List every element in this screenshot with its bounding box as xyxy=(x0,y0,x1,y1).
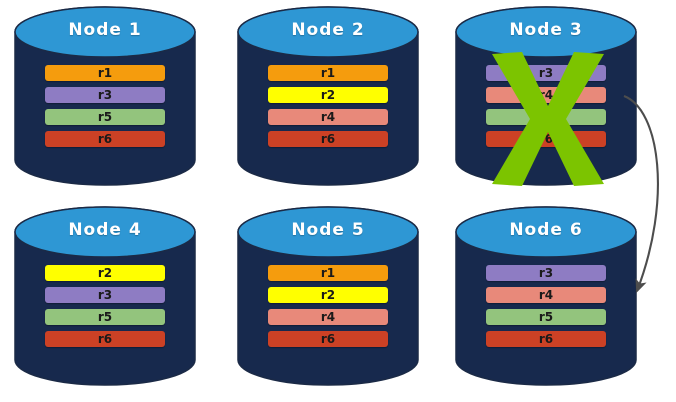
cylinder-top xyxy=(237,206,419,258)
cylinder-top xyxy=(14,6,196,58)
replica-bar[interactable]: r1 xyxy=(268,65,388,81)
replica-bar[interactable]: r6 xyxy=(45,131,165,147)
replica-bar[interactable]: r4 xyxy=(486,287,606,303)
cylinder-top xyxy=(14,206,196,258)
replica-list: r2 r3 r5 r6 xyxy=(45,265,165,353)
replica-list: r1 r3 r5 r6 xyxy=(45,65,165,153)
replica-list: r1 r2 r4 r6 xyxy=(268,65,388,153)
replica-bar[interactable]: r5 xyxy=(486,309,606,325)
replica-bar[interactable]: r6 xyxy=(268,131,388,147)
replica-bar[interactable]: r6 xyxy=(268,331,388,347)
replica-list: r3 r4 r5 r6 xyxy=(486,65,606,153)
replica-bar[interactable]: r3 xyxy=(486,65,606,81)
replica-bar[interactable]: r3 xyxy=(486,265,606,281)
replica-bar[interactable]: r5 xyxy=(486,109,606,125)
replica-bar[interactable]: r1 xyxy=(268,265,388,281)
replica-bar[interactable]: r3 xyxy=(45,287,165,303)
replica-bar[interactable]: r2 xyxy=(268,287,388,303)
cylinder-top xyxy=(237,6,419,58)
replica-bar[interactable]: r5 xyxy=(45,109,165,125)
replica-bar[interactable]: r6 xyxy=(486,331,606,347)
replica-bar[interactable]: r2 xyxy=(268,87,388,103)
replica-bar[interactable]: r2 xyxy=(45,265,165,281)
replica-bar[interactable]: r5 xyxy=(45,309,165,325)
replica-list: r1 r2 r4 r6 xyxy=(268,265,388,353)
replica-bar[interactable]: r4 xyxy=(486,87,606,103)
replica-bar[interactable]: r1 xyxy=(45,65,165,81)
cylinder-top xyxy=(455,6,637,58)
replica-bar[interactable]: r6 xyxy=(486,131,606,147)
replica-bar[interactable]: r3 xyxy=(45,87,165,103)
replica-bar[interactable]: r4 xyxy=(268,109,388,125)
replica-bar[interactable]: r4 xyxy=(268,309,388,325)
replica-list: r3 r4 r5 r6 xyxy=(486,265,606,353)
replica-bar[interactable]: r6 xyxy=(45,331,165,347)
cylinder-top xyxy=(455,206,637,258)
